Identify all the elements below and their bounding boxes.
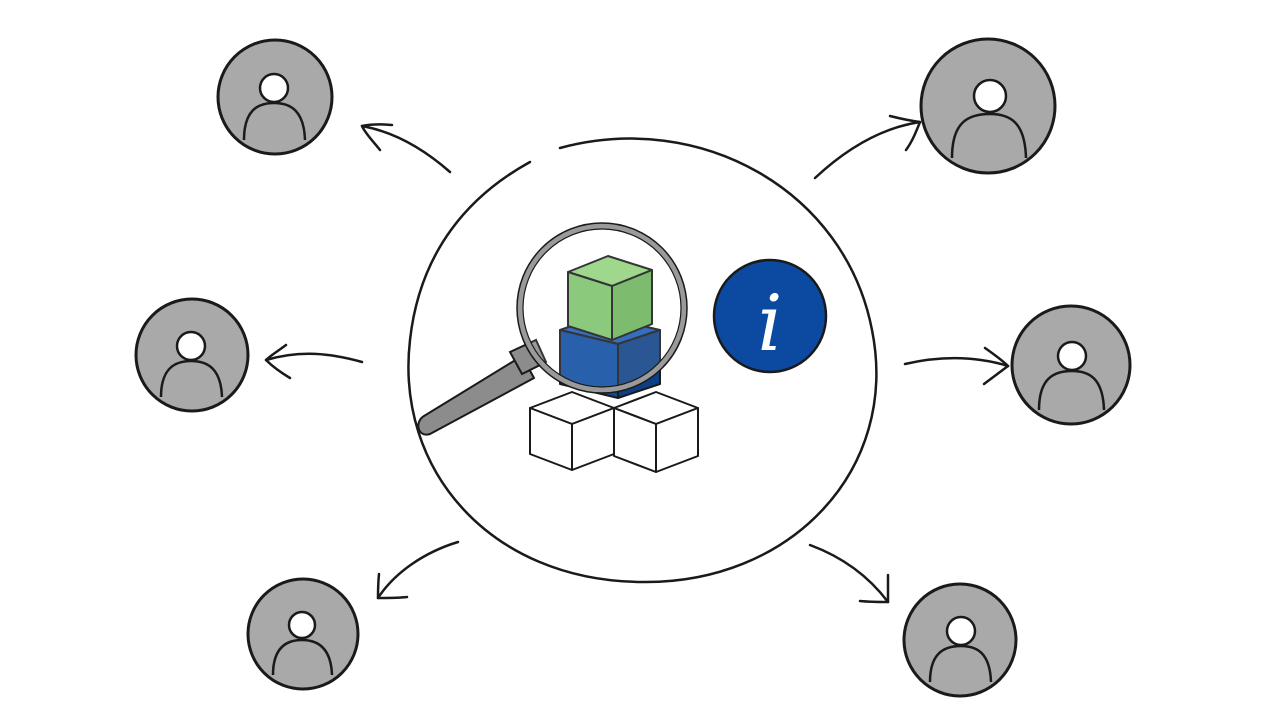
user-body-icon (950, 112, 1028, 159)
user-head-icon (1056, 340, 1088, 372)
magnifier-lens (517, 223, 687, 393)
user-head-icon (258, 72, 290, 104)
arrow-to-user-middle-right (903, 346, 1010, 386)
user-body-icon (159, 359, 224, 398)
info-glyph: i (758, 279, 783, 369)
arrow-to-user-bottom-left (376, 540, 460, 600)
white-cube-left (529, 391, 615, 471)
user-head-icon (287, 610, 317, 640)
green-cube (567, 255, 653, 341)
user-avatar-bottom-left (246, 577, 360, 691)
user-body-icon (242, 101, 307, 141)
magnifier-rim-inner (522, 228, 682, 388)
center-circle (407, 137, 878, 584)
user-avatar-middle-left (134, 297, 250, 413)
user-body-icon (1037, 369, 1106, 411)
user-body-icon (271, 638, 334, 676)
arrow-to-user-top-right (813, 114, 922, 180)
arrow-to-user-bottom-right (808, 543, 890, 604)
blue-cube (559, 315, 661, 399)
user-head-icon (945, 615, 977, 647)
magnifier-handle (417, 355, 535, 436)
white-cube-right (613, 391, 699, 473)
user-head-icon (175, 330, 207, 362)
user-head-icon (972, 78, 1008, 114)
user-avatar-top-right (919, 37, 1057, 175)
info-icon: i (712, 258, 828, 374)
info-circle (712, 258, 828, 374)
magnifying-glass-icon (417, 222, 688, 436)
user-avatar-top-left (216, 38, 334, 156)
user-body-icon (928, 644, 993, 683)
user-avatar-bottom-right (902, 582, 1018, 698)
arrow-to-user-middle-left (264, 343, 364, 380)
cube-stack-icon (529, 255, 699, 473)
arrow-to-user-top-left (360, 123, 452, 174)
magnifier-rim-outer (516, 222, 688, 394)
user-avatar-middle-right (1010, 304, 1132, 426)
